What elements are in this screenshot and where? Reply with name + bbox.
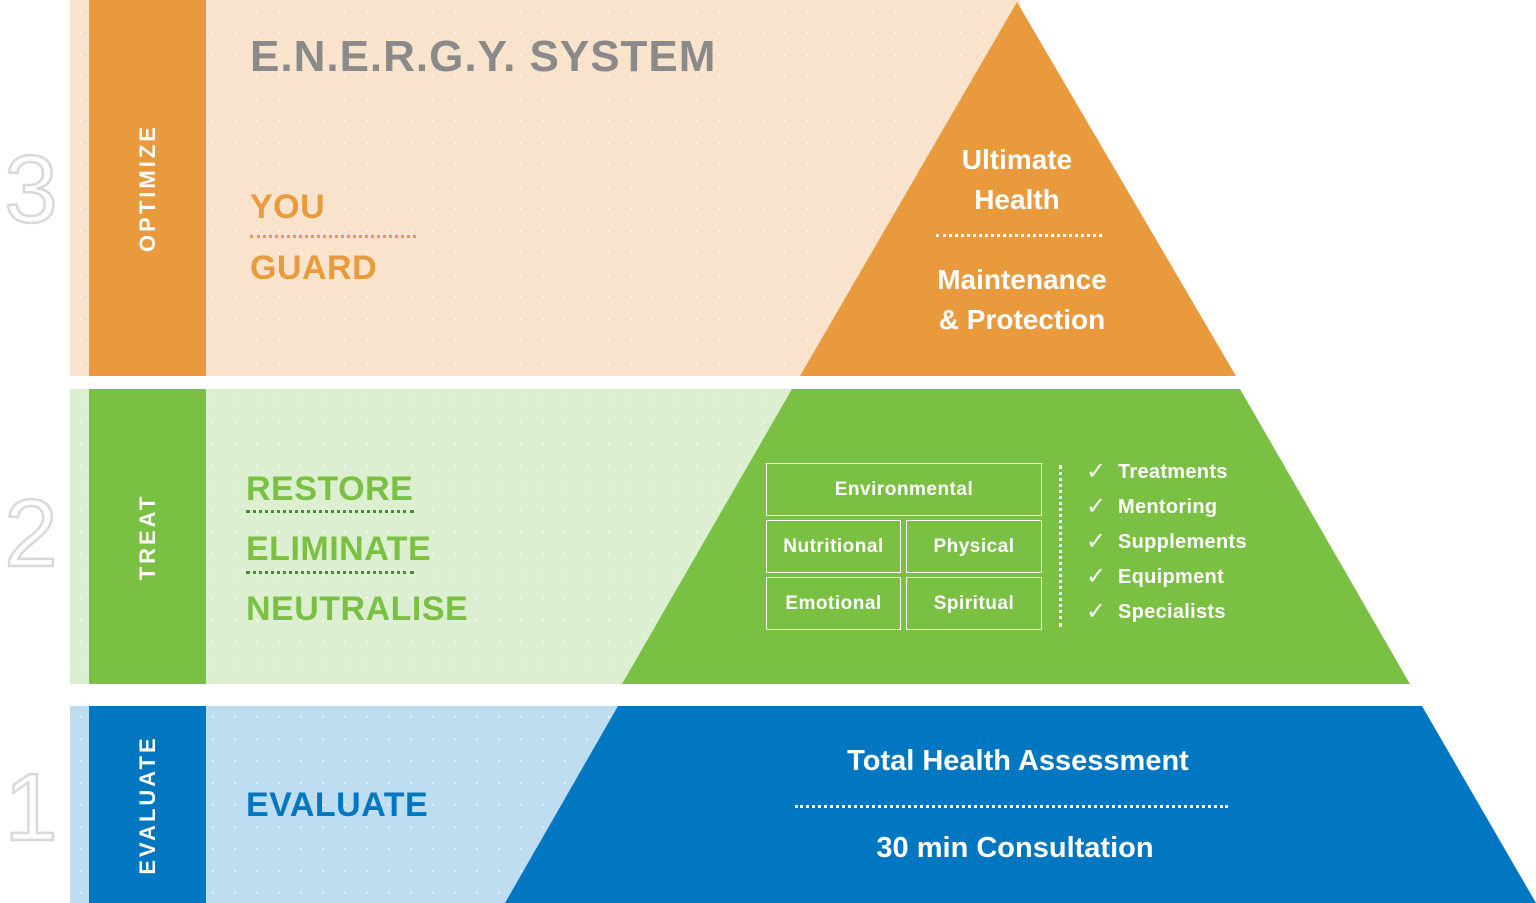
check-label: Treatments <box>1118 460 1228 483</box>
box-physical: Physical <box>906 520 1042 573</box>
check-item-specialists: ✓ Specialists <box>1086 600 1226 624</box>
pyramid-tier-1 <box>505 706 1536 903</box>
protection-line: & Protection <box>938 304 1106 335</box>
side-label-evaluate: EVALUATE <box>134 734 160 875</box>
checkmark-icon: ✓ <box>1086 528 1107 555</box>
check-item-supplements: ✓ Supplements <box>1086 530 1247 554</box>
divider-evaluate-tier <box>795 805 1228 808</box>
side-bar-evaluate: EVALUATE <box>89 706 206 903</box>
ultimate-line: Ultimate <box>961 144 1073 175</box>
check-item-mentoring: ✓ Mentoring <box>1086 495 1217 519</box>
checkmark-icon: ✓ <box>1086 493 1107 520</box>
word-neutralise: NEUTRALISE <box>246 590 469 628</box>
total-health-assessment: Total Health Assessment <box>847 745 1189 777</box>
maintenance-text: Maintenance & Protection <box>902 260 1142 340</box>
divider-restore <box>246 510 414 513</box>
ultimate-health-text: Ultimate Health <box>917 140 1117 220</box>
check-label: Specialists <box>1118 600 1226 623</box>
divider-you <box>250 235 416 238</box>
word-evaluate: EVALUATE <box>246 786 429 824</box>
vertical-divider <box>1059 465 1062 627</box>
level-number-3: 3 <box>3 136 59 243</box>
health-line: Health <box>974 184 1060 215</box>
divider-optimize-tier <box>936 234 1102 237</box>
consultation-text: 30 min Consultation <box>876 832 1154 864</box>
level-number-1: 1 <box>3 754 59 861</box>
maintenance-line: Maintenance <box>937 264 1107 295</box>
page-title: E.N.E.R.G.Y. SYSTEM <box>250 32 717 81</box>
side-bar-optimize: OPTIMIZE <box>89 0 206 376</box>
check-label: Mentoring <box>1118 495 1218 518</box>
side-label-treat: TREAT <box>134 493 160 580</box>
level-number-2: 2 <box>3 480 59 587</box>
word-eliminate: ELIMINATE <box>246 530 432 568</box>
pyramid-tier-3 <box>800 2 1236 376</box>
word-guard: GUARD <box>250 249 378 287</box>
side-bar-treat: TREAT <box>89 389 206 684</box>
box-nutritional: Nutritional <box>766 520 901 573</box>
level-3-band <box>70 0 1020 376</box>
box-environmental: Environmental <box>766 463 1042 516</box>
check-label: Equipment <box>1118 565 1225 588</box>
divider-eliminate <box>246 571 414 574</box>
box-spiritual: Spiritual <box>906 577 1042 630</box>
checkmark-icon: ✓ <box>1086 598 1107 625</box>
check-item-equipment: ✓ Equipment <box>1086 565 1224 589</box>
word-restore: RESTORE <box>246 470 414 508</box>
checkmark-icon: ✓ <box>1086 458 1107 485</box>
box-emotional: Emotional <box>766 577 901 630</box>
check-item-treatments: ✓ Treatments <box>1086 460 1228 484</box>
pyramid-tier-2 <box>622 389 1410 684</box>
check-label: Supplements <box>1118 530 1247 553</box>
side-label-optimize: OPTIMIZE <box>134 124 160 252</box>
word-you: YOU <box>250 188 326 226</box>
checkmark-icon: ✓ <box>1086 563 1107 590</box>
